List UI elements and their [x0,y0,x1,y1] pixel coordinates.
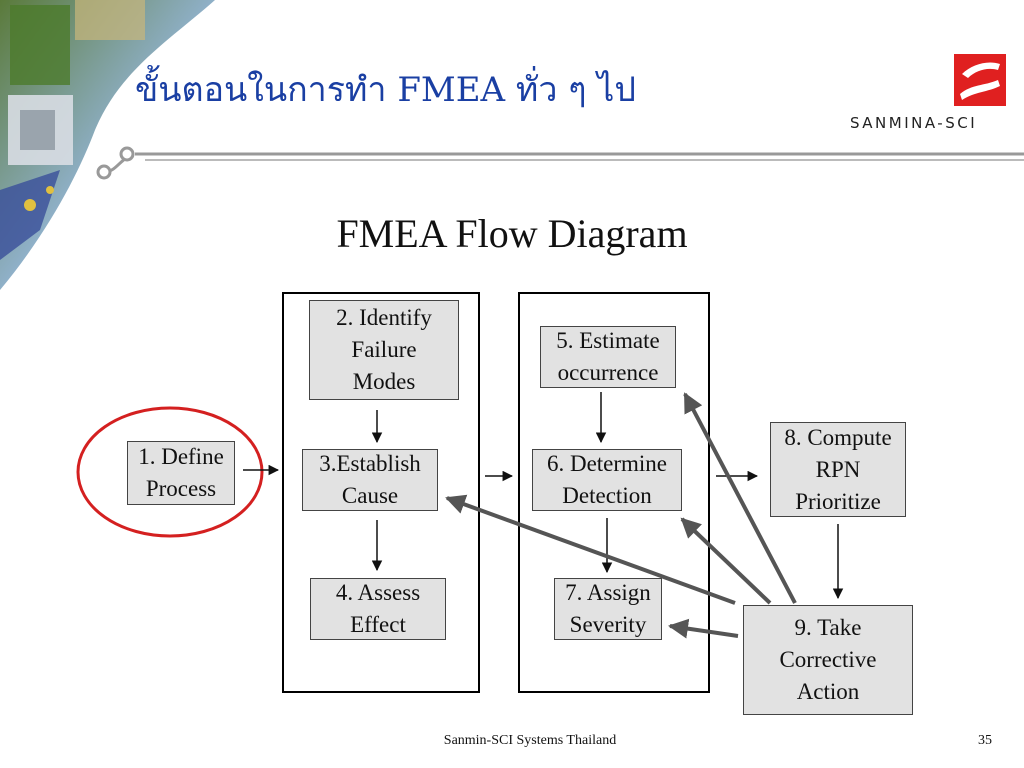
highlight-circle [76,406,264,538]
diagram-title: FMEA Flow Diagram [336,211,688,256]
slide-title: ขั้นตอนในการทำ FMEA ทั่ว ๆ ไป [135,70,636,110]
header-rule [96,146,1024,180]
step-establish-cause: 3.Establish Cause [302,449,438,511]
step-assign-severity: 7. Assign Severity [554,578,662,640]
step-identify-failure-modes: 2. Identify Failure Modes [309,300,459,400]
page-number: 35 [978,733,992,748]
step-determine-detection: 6. Determine Detection [532,449,682,511]
arrow-9-to-7 [668,618,739,639]
footer-text: Sanmin-SCI Systems Thailand [443,733,617,748]
step-define-process: 1. Define Process [127,441,235,505]
step-take-corrective-action: 9. Take Corrective Action [743,605,913,715]
step-estimate-occurrence: 5. Estimate occurrence [540,326,676,388]
step-assess-effect: 4. Assess Effect [310,578,446,640]
brand-name: SANMINA-SCI [850,114,978,132]
arrow-9-to-5 [683,392,797,604]
sanmina-logo-icon [954,54,1006,106]
step-compute-rpn: 8. Compute RPN Prioritize [770,422,906,517]
corner-photo-collage [0,0,215,290]
arrow-9-to-6 [680,517,772,605]
arrow-9-to-3 [445,494,736,605]
